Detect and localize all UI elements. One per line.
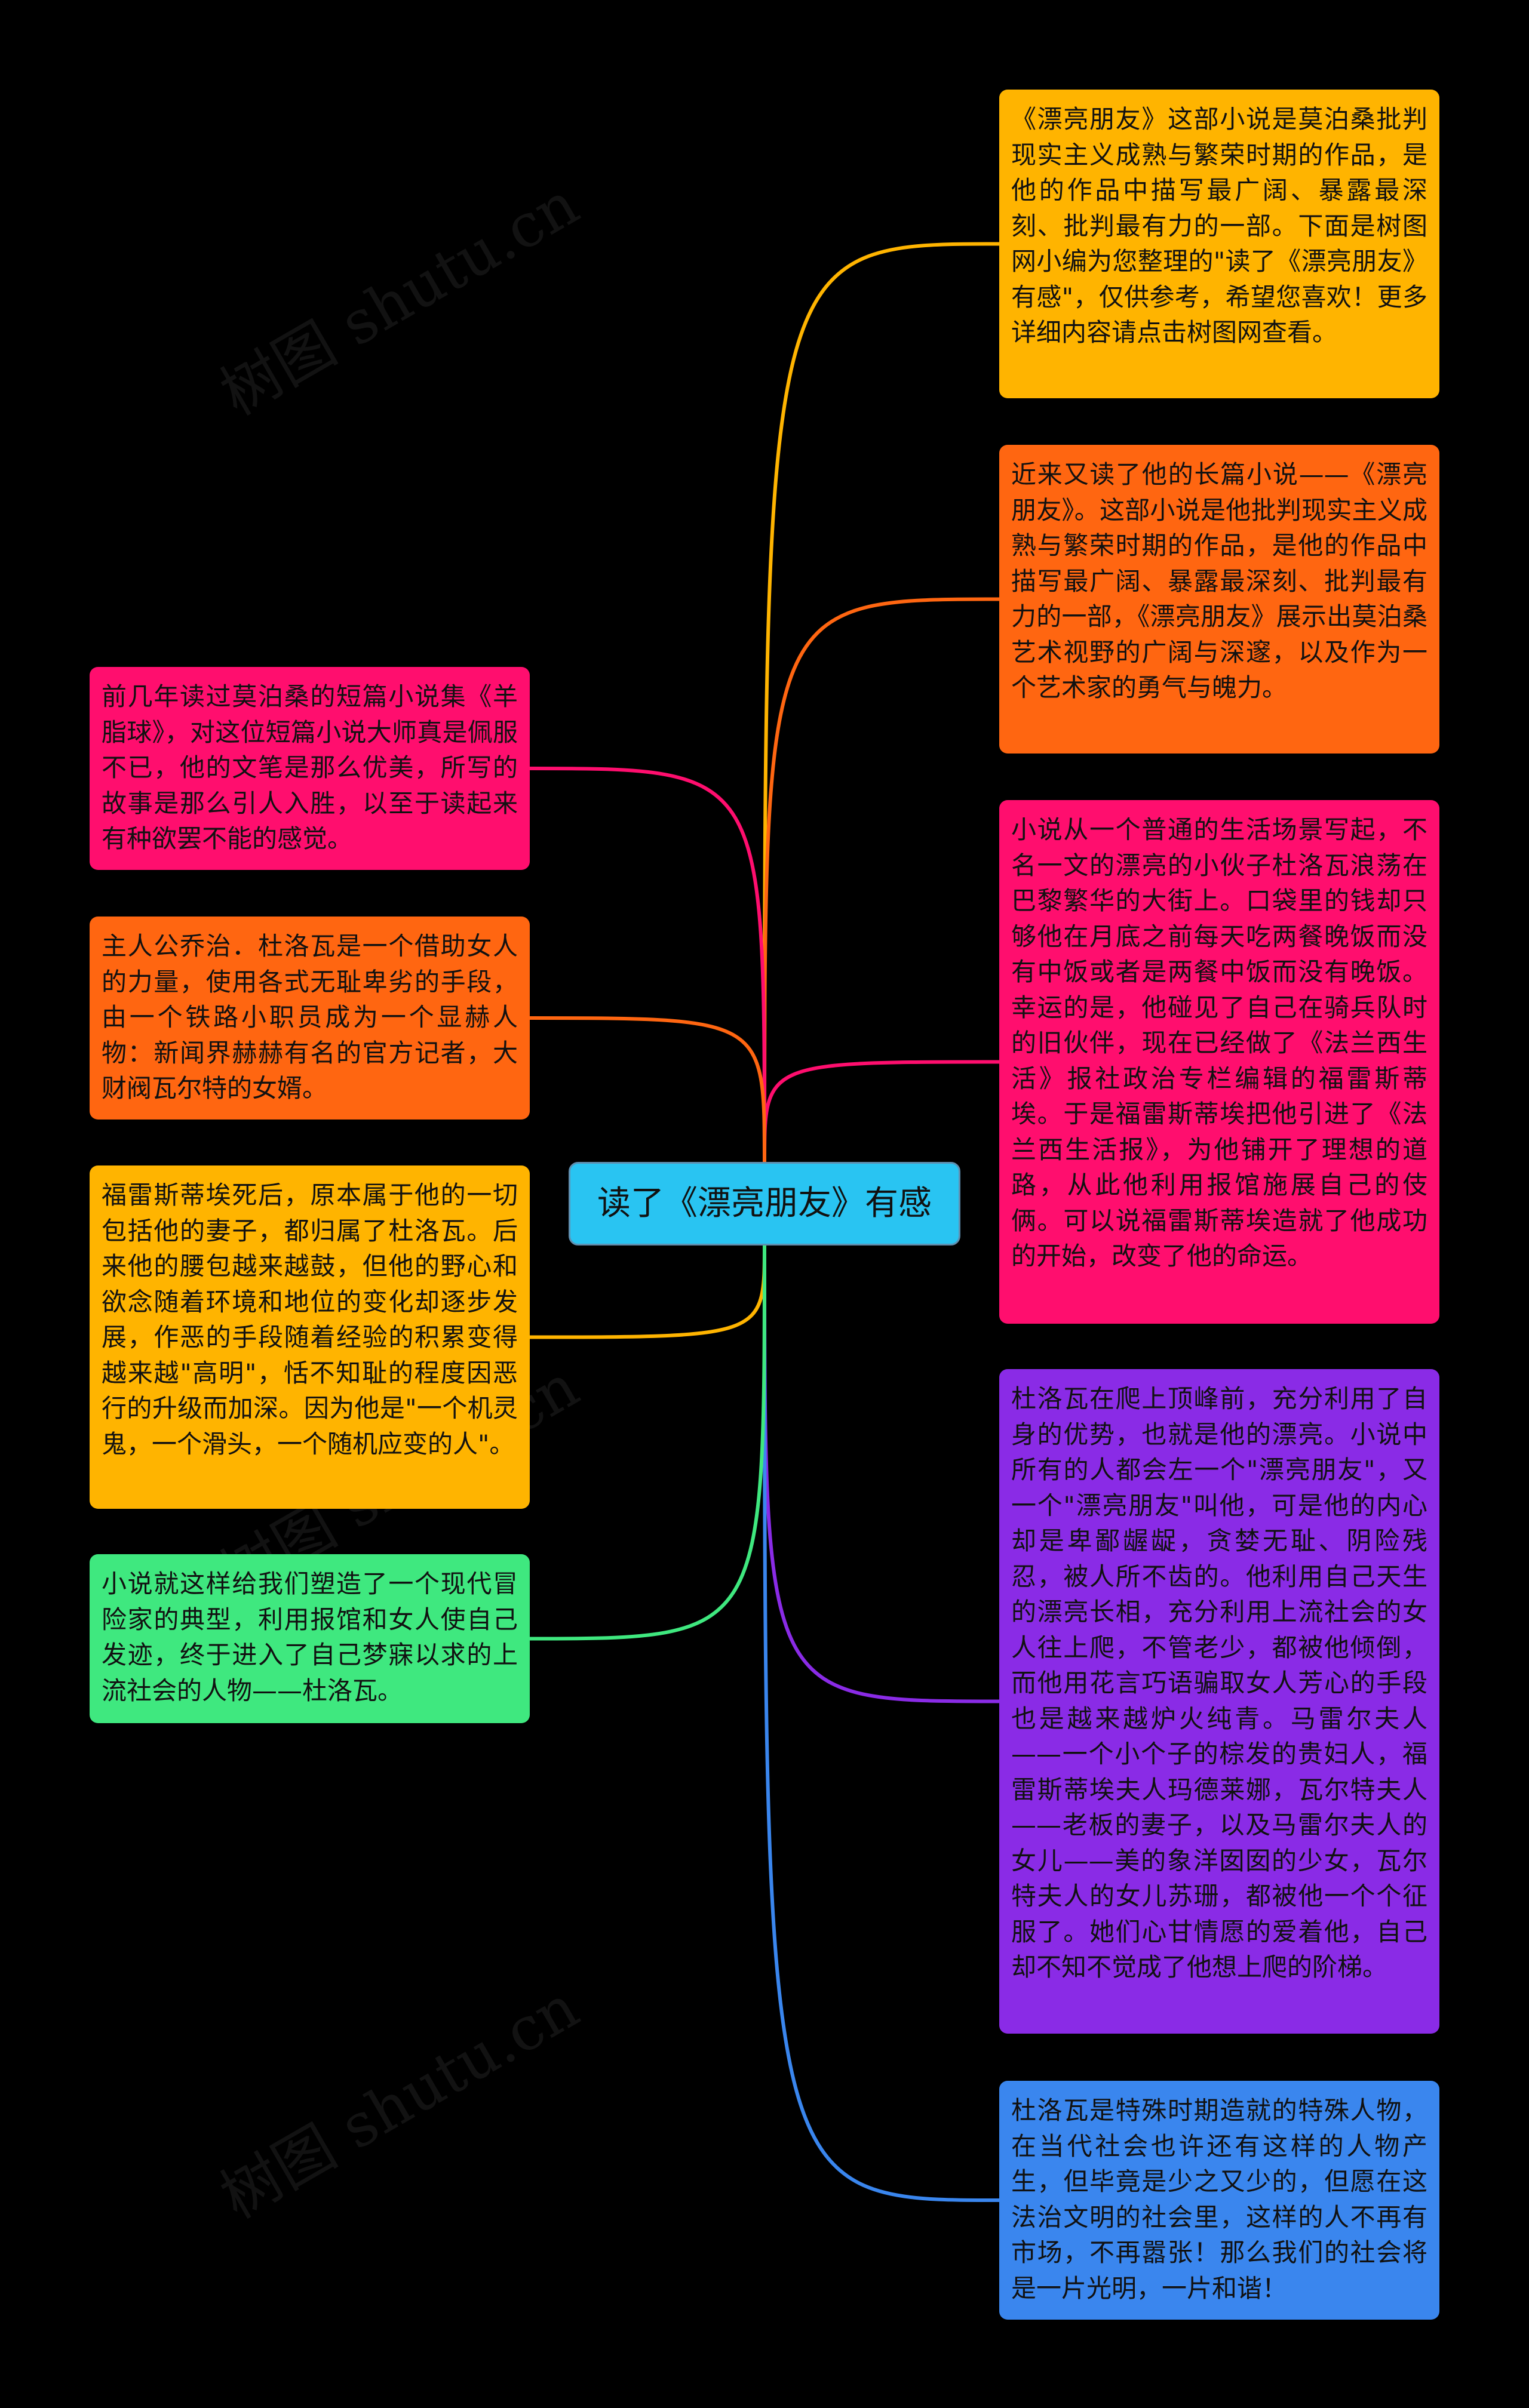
topic-node-left-4[interactable]: 小说就这样给我们塑造了一个现代冒险家的典型，利用报馆和女人使自己发迹，终于进入了… (90, 1554, 530, 1723)
left-connector (529, 1016, 766, 1163)
right-connector (763, 597, 1000, 1163)
topic-node-right-4[interactable]: 杜洛瓦在爬上顶峰前，充分利用了自身的优势，也就是他的漂亮。小说中所有的人都会左一… (999, 1369, 1439, 2034)
right-connector (763, 1245, 1000, 1703)
right-connector (763, 1060, 1000, 1163)
left-connector (529, 767, 766, 1163)
central-topic[interactable]: 读了《漂亮朋友》有感 (569, 1162, 960, 1245)
right-connector (763, 1245, 1000, 2202)
topic-node-right-1[interactable]: 《漂亮朋友》这部小说是莫泊桑批判现实主义成熟与繁荣时期的作品，是他的作品中描写最… (999, 90, 1439, 398)
left-connector (529, 1245, 766, 1339)
topic-node-left-3[interactable]: 福雷斯蒂埃死后，原本属于他的一切包括他的妻子，都归属了杜洛瓦。后来他的腰包越来越… (90, 1165, 530, 1509)
topic-node-left-1[interactable]: 前几年读过莫泊桑的短篇小说集《羊脂球》，对这位短篇小说大师真是佩服不已，他的文笔… (90, 667, 530, 870)
topic-node-left-2[interactable]: 主人公乔治．杜洛瓦是一个借助女人的力量，使用各式无耻卑劣的手段，由一个铁路小职员… (90, 917, 530, 1120)
topic-node-right-5[interactable]: 杜洛瓦是特殊时期造就的特殊人物，在当代社会也许还有这样的人物产生，但毕竟是少之又… (999, 2081, 1439, 2320)
left-connector (529, 1245, 766, 1641)
topic-node-right-3[interactable]: 小说从一个普通的生活场景写起，不名一文的漂亮的小伙子杜洛瓦浪荡在巴黎繁华的大街上… (999, 800, 1439, 1324)
right-connector (763, 242, 1000, 1163)
topic-node-right-2[interactable]: 近来又读了他的长篇小说——《漂亮朋友》。这部小说是他批判现实主义成熟与繁荣时期的… (999, 445, 1439, 754)
